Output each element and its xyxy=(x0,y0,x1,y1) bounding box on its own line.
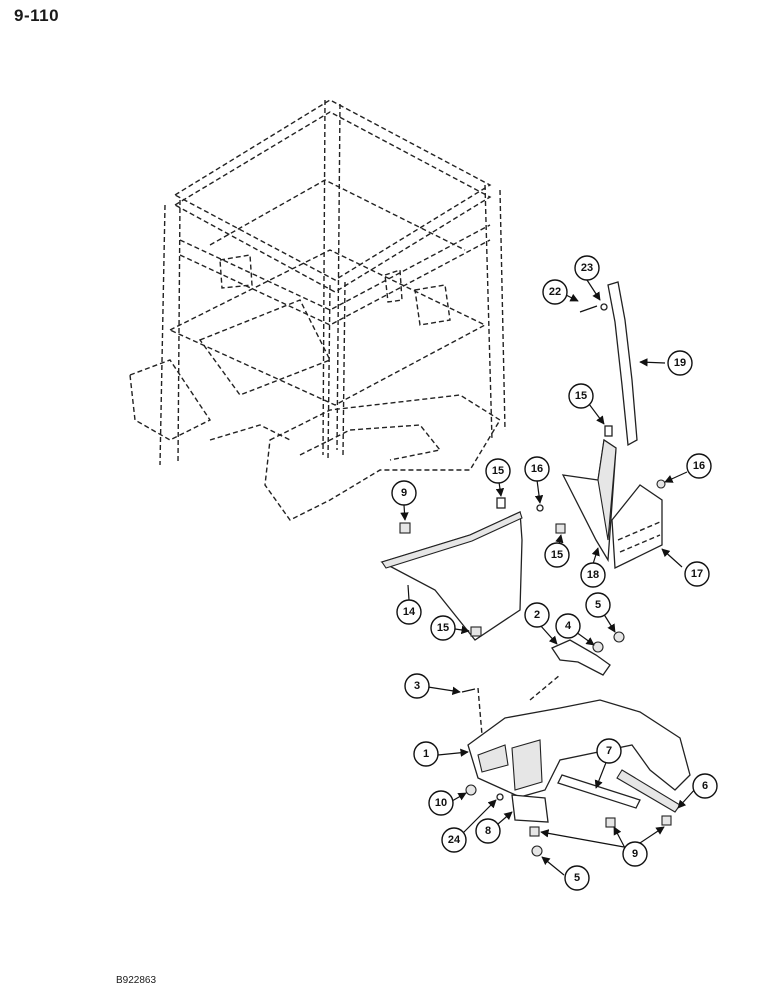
callout-23: 23 xyxy=(574,255,600,281)
svg-text:4: 4 xyxy=(565,620,572,632)
figure-code: B922863 xyxy=(116,975,157,986)
callout-5-b: 5 xyxy=(564,865,590,891)
svg-text:5: 5 xyxy=(574,872,580,884)
callout-10: 10 xyxy=(428,790,454,816)
pillar-strip-19 xyxy=(607,281,638,447)
cab-frame-outline xyxy=(129,99,506,521)
callout-15-d: 15 xyxy=(430,615,456,641)
callout-22: 22 xyxy=(542,279,568,305)
callout-2: 2 xyxy=(524,602,550,628)
svg-text:10: 10 xyxy=(435,797,447,809)
leader-lines xyxy=(400,279,697,876)
fender-light-openings xyxy=(477,739,543,791)
svg-text:16: 16 xyxy=(693,460,705,472)
strip-6 xyxy=(616,769,681,813)
svg-text:24: 24 xyxy=(448,834,461,846)
callout-5-a: 5 xyxy=(585,592,611,618)
rear-panel-17-lines xyxy=(617,521,661,553)
svg-text:19: 19 xyxy=(674,357,686,369)
bracket-2 xyxy=(551,639,611,676)
left-side-panel-edge xyxy=(381,511,523,569)
svg-text:6: 6 xyxy=(702,780,708,792)
callout-18: 18 xyxy=(580,562,606,588)
svg-text:5: 5 xyxy=(595,599,601,611)
callout-16-b: 16 xyxy=(524,456,550,482)
svg-text:22: 22 xyxy=(549,286,561,298)
callout-15-a: 15 xyxy=(568,383,594,409)
callout-14: 14 xyxy=(396,599,422,625)
plate-8 xyxy=(511,794,549,823)
callout-24: 24 xyxy=(441,827,467,853)
callout-7: 7 xyxy=(596,738,622,764)
callout-19: 19 xyxy=(667,350,693,376)
svg-text:9: 9 xyxy=(632,848,638,860)
rear-panel-17 xyxy=(611,484,663,570)
svg-text:17: 17 xyxy=(691,568,703,580)
svg-text:8: 8 xyxy=(485,825,491,837)
svg-text:15: 15 xyxy=(492,465,504,477)
svg-text:15: 15 xyxy=(575,390,587,402)
svg-text:3: 3 xyxy=(414,680,420,692)
svg-text:1: 1 xyxy=(423,748,429,760)
svg-text:2: 2 xyxy=(534,609,540,621)
callout-1: 1 xyxy=(413,741,439,767)
strip-7 xyxy=(557,774,641,809)
hardware-items xyxy=(399,303,672,857)
callout-16-a: 16 xyxy=(686,453,712,479)
callout-17: 17 xyxy=(684,561,710,587)
callout-15-b: 15 xyxy=(485,458,511,484)
svg-text:18: 18 xyxy=(587,569,599,581)
svg-text:23: 23 xyxy=(581,262,593,274)
trim-panel-18-face xyxy=(597,439,617,541)
svg-text:15: 15 xyxy=(551,549,563,561)
callout-6: 6 xyxy=(692,773,718,799)
svg-text:9: 9 xyxy=(401,487,407,499)
callout-15-c: 15 xyxy=(544,542,570,568)
svg-text:16: 16 xyxy=(531,463,543,475)
svg-text:14: 14 xyxy=(403,606,416,618)
page-number: 9-110 xyxy=(14,6,60,25)
callout-3: 3 xyxy=(404,673,430,699)
callout-9-b: 9 xyxy=(622,841,648,867)
svg-text:7: 7 xyxy=(606,745,612,757)
svg-text:15: 15 xyxy=(437,622,449,634)
callout-8: 8 xyxy=(475,818,501,844)
callout-4: 4 xyxy=(555,613,581,639)
callout-9-a: 9 xyxy=(391,480,417,506)
